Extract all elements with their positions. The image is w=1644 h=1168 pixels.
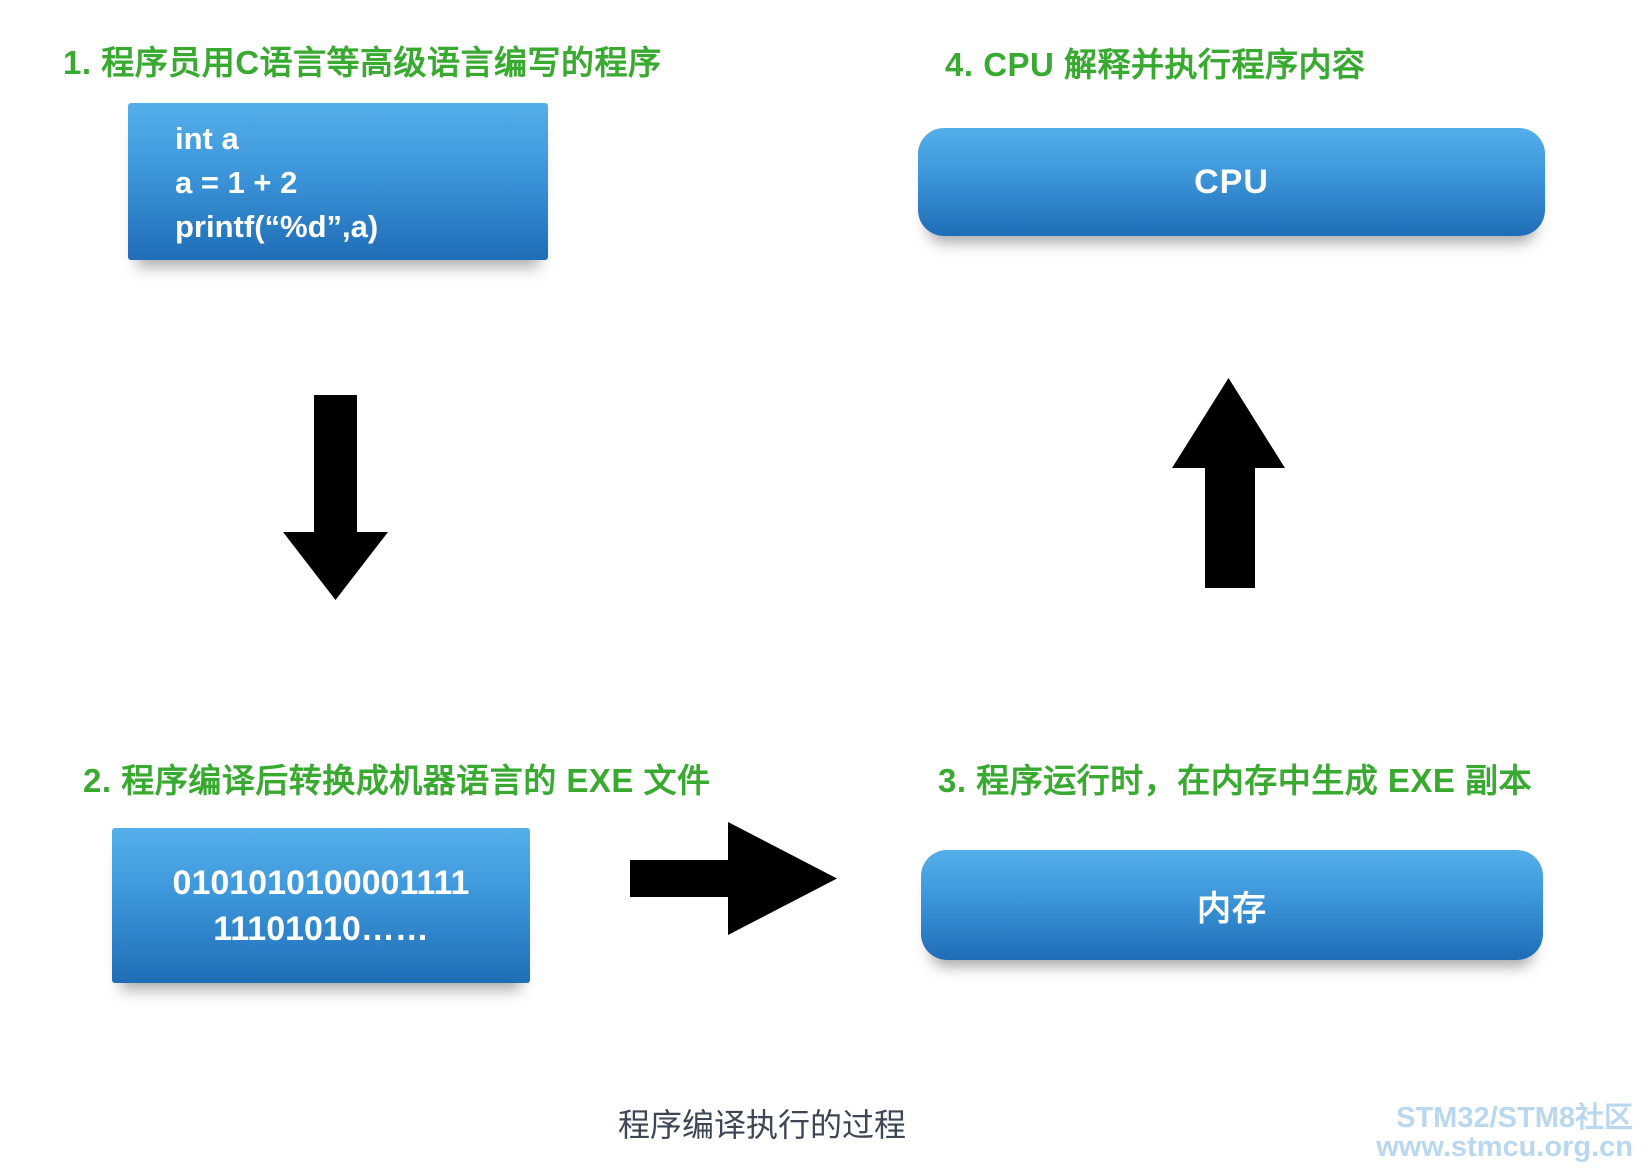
step2-exe-binary-box: 0101010100001111 11101010…… bbox=[112, 828, 530, 983]
code-line-1: int a bbox=[175, 121, 239, 156]
watermark-line-2: www.stmcu.org.cn bbox=[1376, 1131, 1633, 1163]
down-arrow-icon bbox=[283, 395, 388, 600]
up-arrow-icon bbox=[1172, 378, 1285, 588]
memory-box-text: 内存 bbox=[1197, 889, 1267, 928]
step1-source-code-box: int a a = 1 + 2 printf(“%d”,a) bbox=[128, 103, 548, 260]
binary-line-2: 11101010…… bbox=[213, 909, 429, 948]
step3-label: 3. 程序运行时，在内存中生成 EXE 副本 bbox=[938, 762, 1533, 799]
step4-label: 4. CPU 解释并执行程序内容 bbox=[945, 46, 1366, 83]
diagram-caption: 程序编译执行的过程 bbox=[618, 1107, 907, 1143]
step3-memory-box: 内存 bbox=[921, 850, 1543, 960]
right-arrow-icon bbox=[630, 822, 837, 935]
step1-label: 1. 程序员用C语言等高级语言编写的程序 bbox=[63, 44, 662, 81]
cpu-box-text: CPU bbox=[1194, 162, 1269, 201]
watermark: STM32/STM8社区 www.stmcu.org.cn bbox=[1376, 1104, 1633, 1162]
code-line-2: a = 1 + 2 bbox=[175, 165, 298, 200]
watermark-line-1: STM32/STM8社区 bbox=[1396, 1102, 1633, 1134]
code-line-3: printf(“%d”,a) bbox=[175, 209, 379, 244]
binary-line-1: 0101010100001111 bbox=[172, 863, 470, 902]
step4-cpu-box: CPU bbox=[918, 128, 1545, 236]
step2-label: 2. 程序编译后转换成机器语言的 EXE 文件 bbox=[83, 762, 711, 799]
